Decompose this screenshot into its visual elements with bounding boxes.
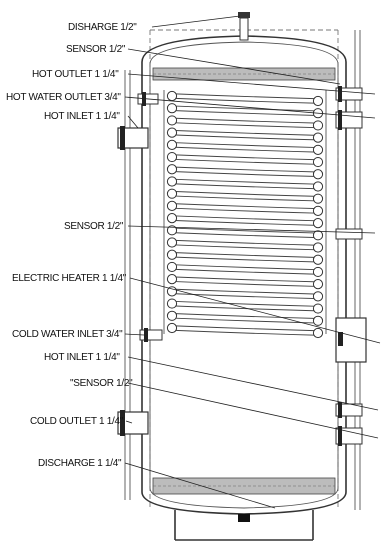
- coil-turn-highlight: [170, 265, 320, 274]
- coil-loop-right: [312, 327, 324, 339]
- label-sensor-mirrored: "SENSOR 1/2": [70, 378, 133, 389]
- coil-loop-left: [166, 127, 178, 138]
- coil-turn-highlight: [170, 326, 320, 335]
- coil-loop-left: [166, 322, 178, 334]
- coil-loop-left: [166, 298, 178, 309]
- coil-loop-left: [166, 139, 178, 150]
- coil-loop-right: [312, 266, 324, 278]
- coil-turn-highlight: [170, 143, 320, 152]
- label-cold-water-inlet: COLD WATER INLET 3/4": [12, 329, 123, 340]
- label-hot-outlet: HOT OUTLET 1 1/4": [32, 69, 119, 80]
- coil-turn-highlight: [170, 252, 320, 262]
- coil-loop-right: [312, 254, 324, 265]
- coil-turn-highlight: [170, 289, 320, 299]
- coil-turn-highlight: [170, 277, 320, 286]
- coil-loop-right: [312, 291, 324, 302]
- coil-loop-left: [166, 164, 178, 175]
- coil-loop-left: [166, 151, 178, 163]
- coil-loop-right: [312, 242, 324, 253]
- coil-loop-left: [166, 188, 178, 199]
- coil-loop-right: [312, 144, 324, 155]
- top-discharge-fitting: [238, 12, 250, 41]
- label-electric-heater: ELECTRIC HEATER 1 1/4": [12, 273, 127, 284]
- coil-loop-right: [312, 193, 324, 204]
- coil-loop-left: [166, 103, 178, 114]
- coil-loop-right: [312, 279, 324, 290]
- coil-loop-right: [312, 169, 324, 180]
- coil-loop-right: [312, 303, 324, 314]
- coil-loop-right: [312, 230, 324, 241]
- coil-turn-highlight: [170, 118, 320, 128]
- label-hot-inlet-bottom: HOT INLET 1 1/4": [44, 352, 120, 363]
- electric-heater-fitting: [335, 317, 367, 363]
- coil-loop-right: [312, 95, 324, 107]
- coil-turn-highlight: [170, 167, 320, 177]
- coil-loop-right: [312, 218, 324, 229]
- coil-turn-highlight: [170, 240, 320, 250]
- coil-turn-highlight: [170, 301, 320, 311]
- leader-lines: [124, 15, 381, 509]
- coil-loop-right: [312, 205, 324, 216]
- cold-outlet-fitting: [117, 410, 149, 436]
- label-hot-inlet-top: HOT INLET 1 1/4": [44, 111, 120, 122]
- coil-turn-highlight: [170, 228, 320, 238]
- right-hot-outlet-fitting: [335, 110, 363, 130]
- label-disharge: DISHARGE 1/2": [68, 22, 137, 33]
- coil-loop-right: [312, 181, 324, 192]
- coil-loop-left: [166, 249, 178, 260]
- coil-loop-right: [312, 315, 324, 326]
- hot-inlet-top-fitting: [117, 126, 149, 150]
- coil-loop-left: [166, 176, 178, 187]
- coil-loop-left: [166, 213, 178, 224]
- coil-loop-left: [166, 310, 178, 321]
- heat-exchanger-coil: [163, 90, 327, 339]
- coil-loop-left: [166, 274, 178, 285]
- right-sensor-bottom-fitting: [335, 426, 363, 446]
- coil-loop-right: [312, 156, 324, 168]
- label-sensor-top: SENSOR 1/2": [66, 44, 126, 55]
- right-sensor-top-fitting: [335, 86, 363, 102]
- coil-turn-highlight: [170, 216, 320, 225]
- coil-loop-left: [166, 90, 178, 102]
- right-hot-inlet-bottom-fitting: [335, 402, 363, 418]
- coil-loop-right: [312, 120, 324, 131]
- coil-loop-right: [312, 132, 324, 143]
- label-sensor-mid: SENSOR 1/2": [64, 221, 124, 232]
- coil-turn-highlight: [170, 106, 320, 116]
- coil-turn-highlight: [170, 155, 320, 164]
- coil-loop-left: [166, 261, 178, 273]
- coil-turn-highlight: [170, 94, 320, 103]
- coil-loop-left: [166, 237, 178, 248]
- label-discharge-bottom: DISCHARGE 1 1/4": [38, 458, 122, 469]
- label-hot-water-outlet: HOT WATER OUTLET 3/4": [6, 92, 121, 103]
- coil-turn-highlight: [170, 179, 320, 189]
- coil-turn-highlight: [170, 204, 320, 213]
- right-sensor-mid-fitting: [335, 228, 363, 240]
- label-cold-outlet: COLD OUTLET 1 1/4": [30, 416, 124, 427]
- coil-turn-highlight: [170, 313, 320, 323]
- coil-turn-highlight: [170, 191, 320, 201]
- coil-loop-left: [166, 115, 178, 126]
- bottom-discharge-fitting: [174, 510, 314, 541]
- bottom-dome-band: [152, 477, 336, 495]
- top-dome-band: [152, 67, 336, 81]
- coil-turn-highlight: [170, 130, 320, 140]
- coil-loop-left: [166, 225, 178, 236]
- coil-loop-left: [166, 286, 178, 297]
- coil-loop-left: [166, 200, 178, 211]
